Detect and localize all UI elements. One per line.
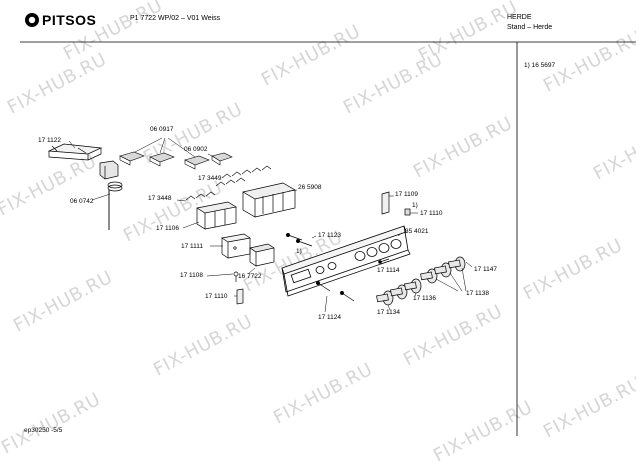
part-label: 17 1108 [180,272,204,279]
part-171134-knobs [376,278,422,306]
part-354021-control-panel [281,225,411,297]
part-060902-shape [211,152,233,166]
part-label: 17 3449 [198,175,222,182]
part-171114-shape [378,258,390,264]
part-label: 17 1114 [377,267,400,274]
part-label: 17 1124 [318,314,342,321]
part-label: 17 1109 [395,191,419,198]
part-171147-knobs [420,256,466,284]
part-label: 1) [296,248,302,255]
doc-id: ep30250 -5/5 [24,427,63,434]
side-note: 1) 16 5697 [524,62,556,69]
part-label: 1) [412,202,418,209]
category-label: HERDE [507,14,532,21]
part-060917-shape [119,151,210,170]
part-167722-shape [249,243,275,267]
part-label: 17 1138 [466,290,490,297]
part-171122-shape [47,143,103,161]
part-label: 17 1147 [474,266,498,273]
subcategory-label: Stand – Herde [507,24,553,31]
part-label: 35 4021 [405,228,429,235]
part-label: 06 0917 [150,126,174,133]
model-title: P1 7722 WP/02 – V01 Weiss [130,15,221,22]
part-173449-shape [215,165,272,187]
part-label: 17 1123 [318,232,342,239]
part-171111-shape [221,233,251,259]
part-label: 17 1134 [377,309,401,316]
part-label: 06 0902 [184,146,208,153]
part-060742-shape [99,160,123,230]
part-265908-shape [242,182,296,218]
pitsos-logo-icon [25,13,39,27]
part-171108-shape [233,271,239,282]
part-171109-shape [381,191,390,215]
part-label: 26 5908 [298,184,322,191]
part-171123-shape [286,233,313,247]
part-171124-shape [316,281,355,302]
part-label: 17 1110 [205,293,228,300]
parts-diagram [20,13,636,436]
part-label: 16 7722 [238,273,262,280]
part-label: 17 1111 [181,243,204,250]
part-label: 17 1136 [413,295,437,302]
part-171106-shape [196,201,237,230]
part-171110b-shape [236,288,244,305]
part-label: 06 0742 [70,198,94,205]
part-171110a-shape [404,208,411,216]
part-label: 17 3448 [148,195,172,202]
part-label: 17 1110 [420,210,443,217]
part-173448-shape [185,191,216,201]
brand-logo-text: PITSOS [42,12,97,28]
part-label: 17 1122 [38,137,62,144]
part-label: 17 1106 [156,225,180,232]
